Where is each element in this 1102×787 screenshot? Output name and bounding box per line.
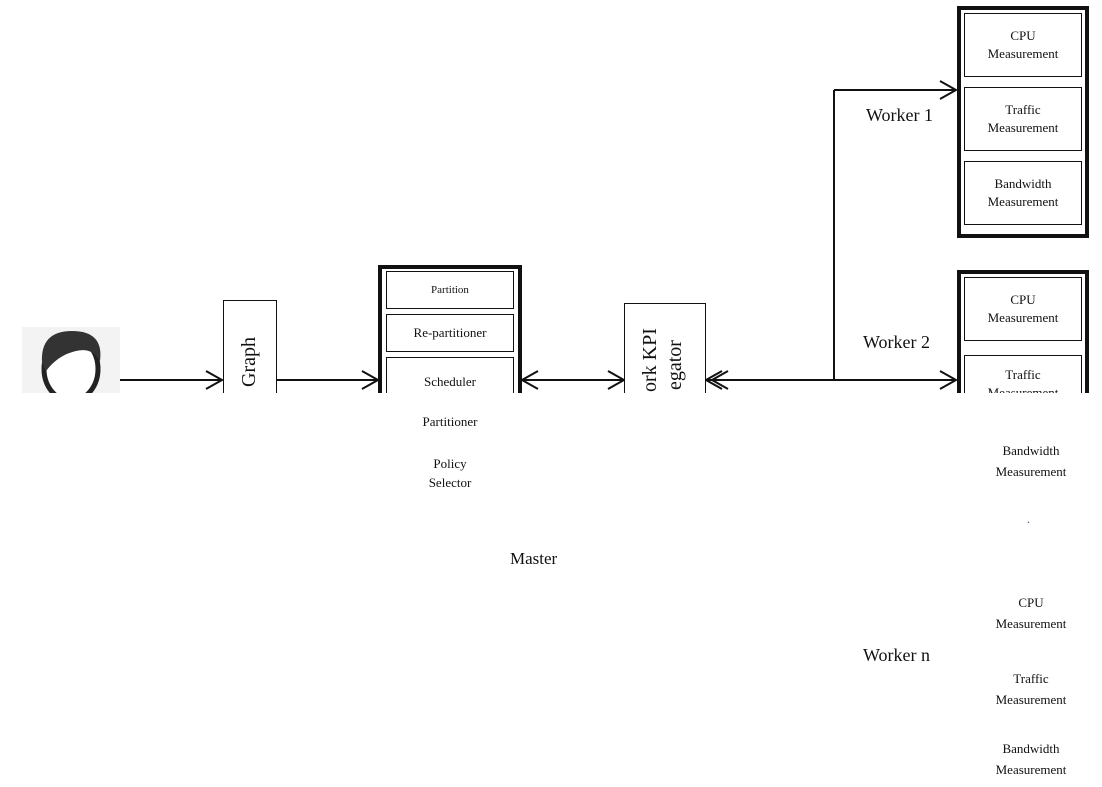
kpi-aggregator-line1: ork KPI bbox=[639, 328, 661, 392]
worker-1-cpu: CPU Measurement bbox=[964, 13, 1082, 77]
worker-n-cpu: CPU Measurement bbox=[995, 595, 1067, 631]
worker-2-label: Worker 2 bbox=[863, 332, 931, 352]
worker-n-bandwidth: Bandwidth Measurement bbox=[995, 741, 1067, 777]
worker-n-traffic: Traffic Measurement bbox=[995, 671, 1067, 707]
worker-1-label: Worker 1 bbox=[866, 105, 934, 125]
worker-2-bandwidth: Bandwidth Measurement bbox=[995, 443, 1067, 479]
worker-1-traffic: Traffic Measurement bbox=[964, 87, 1082, 151]
worker-1-bandwidth: Bandwidth Measurement bbox=[964, 161, 1082, 225]
ellipsis-mark: . bbox=[1027, 512, 1030, 526]
lower-blank-area bbox=[0, 393, 1102, 787]
master-partitioner: Partitioner bbox=[422, 414, 478, 429]
worker-2-cpu: CPU Measurement bbox=[964, 277, 1082, 341]
graph-box-label: Graph bbox=[238, 337, 260, 387]
master-repartitioner: Re-partitioner bbox=[386, 314, 514, 352]
worker-n-label: Worker n bbox=[863, 645, 931, 665]
kpi-aggregator-line2: egator bbox=[664, 340, 686, 390]
master-label: Master bbox=[510, 549, 558, 568]
master-policy-selector: Policy Selector bbox=[428, 456, 472, 490]
master-partition: Partition bbox=[386, 271, 514, 309]
worker-1-block: CPU Measurement Traffic Measurement Band… bbox=[957, 6, 1089, 238]
